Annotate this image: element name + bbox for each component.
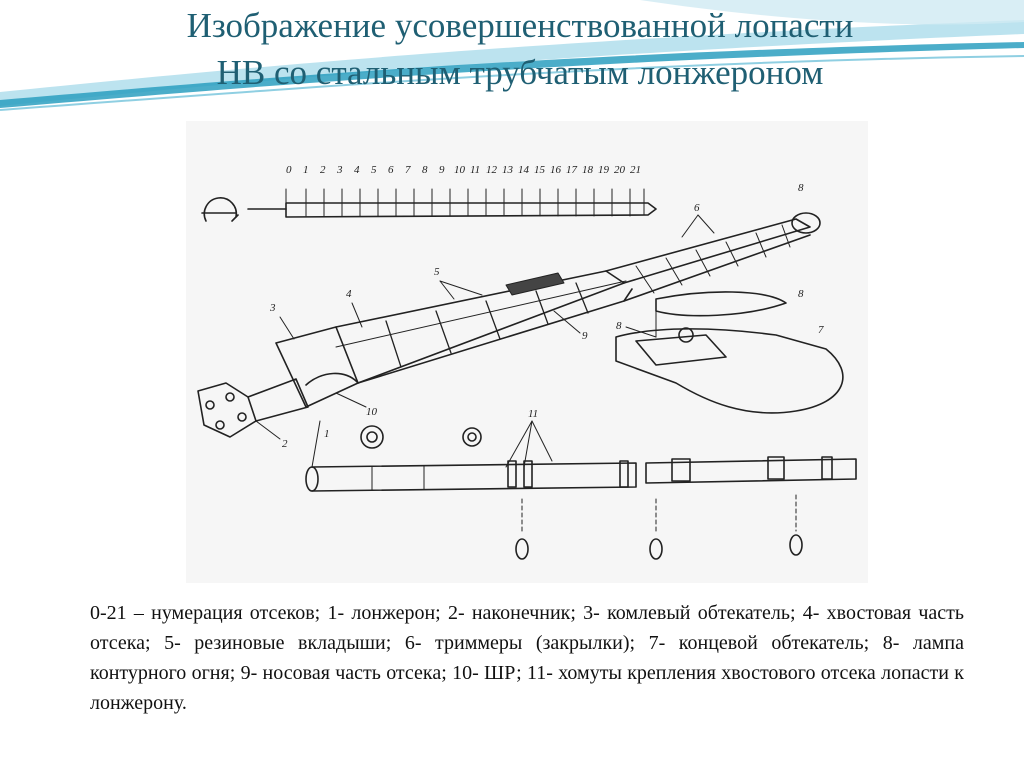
section-num: 17 — [566, 164, 578, 176]
callout-8-box: 8 — [798, 288, 804, 300]
main-blade — [197, 212, 821, 438]
callout-7-fairing: 7 — [818, 324, 824, 336]
title-line-2: НВ со стальным трубчатым лонжероном — [216, 53, 824, 92]
section-num: 2 — [320, 164, 326, 176]
tubular-spar — [305, 456, 857, 492]
callout-9: 9 — [582, 330, 588, 342]
figure-caption: 0-21 – нумерация отсеков; 1- лонжерон; 2… — [90, 602, 964, 714]
hose-clamps — [515, 494, 803, 560]
compartment-plan — [247, 188, 657, 218]
section-number-labels: 0 1 2 3 4 5 6 7 8 9 10 11 12 13 14 15 16… — [286, 164, 641, 176]
section-num: 18 — [582, 164, 594, 176]
section-num: 3 — [336, 164, 343, 176]
header-swoosh-decoration — [0, 0, 1024, 111]
callout-8-tip: 8 — [798, 182, 804, 194]
callout-numbers: 3 4 5 6 8 9 8 8 7 10 1 2 11 — [269, 182, 824, 450]
callout-2: 2 — [282, 438, 288, 450]
section-num: 13 — [502, 164, 514, 176]
section-num: 15 — [534, 164, 546, 176]
section-num: 9 — [439, 164, 445, 176]
slide-title: Изображение усовершенствованной лопасти … — [60, 2, 980, 96]
tip-fairing — [615, 291, 844, 414]
profile-section-icon — [201, 197, 239, 222]
section-num: 10 — [454, 164, 466, 176]
section-num: 20 — [614, 164, 626, 176]
section-num: 21 — [630, 164, 641, 176]
section-num: 5 — [371, 164, 377, 176]
callout-10: 10 — [366, 406, 378, 418]
section-num: 4 — [354, 164, 360, 176]
callout-1: 1 — [324, 428, 330, 440]
section-num: 16 — [550, 164, 562, 176]
section-num: 12 — [486, 164, 498, 176]
section-num: 14 — [518, 164, 530, 176]
section-num: 11 — [470, 164, 480, 176]
section-num: 6 — [388, 164, 394, 176]
section-num: 1 — [303, 164, 309, 176]
section-num: 0 — [286, 164, 292, 176]
section-num: 19 — [598, 164, 610, 176]
rotor-blade-diagram: 0 1 2 3 4 5 6 7 8 9 10 11 12 13 14 15 16… — [186, 121, 868, 583]
callout-8: 8 — [616, 320, 622, 332]
rubber-rings — [360, 425, 482, 449]
blade-drawing: 0 1 2 3 4 5 6 7 8 9 10 11 12 13 14 15 16… — [197, 164, 857, 560]
callout-5: 5 — [434, 266, 440, 278]
callout-6: 6 — [694, 202, 700, 214]
callout-3: 3 — [269, 302, 276, 314]
callout-4: 4 — [346, 288, 352, 300]
section-num: 7 — [405, 164, 411, 176]
callout-11: 11 — [528, 408, 538, 420]
title-line-1: Изображение усовершенствованной лопасти — [186, 6, 854, 45]
section-num: 8 — [422, 164, 428, 176]
callout-leaders — [255, 214, 715, 468]
